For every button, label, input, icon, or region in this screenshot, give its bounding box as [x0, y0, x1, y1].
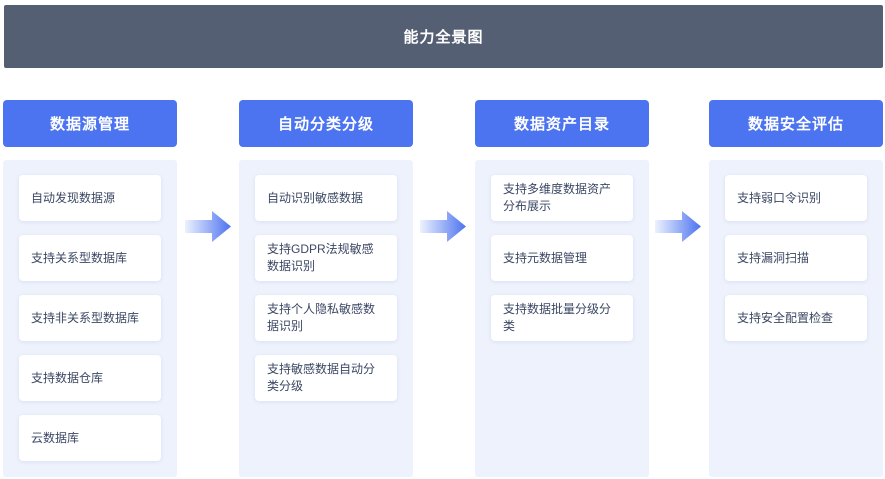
capability-card: 支持个人隐私敏感数据识别: [255, 295, 397, 341]
capability-card-label: 支持敏感数据自动分类分级: [267, 362, 376, 393]
capability-card-label: 自动识别敏感数据: [267, 190, 364, 205]
right-arrow-icon: [185, 210, 232, 243]
capability-card-label: 支持关系型数据库: [31, 250, 128, 265]
capability-card: 云数据库: [19, 415, 161, 461]
capability-card: 支持元数据管理: [491, 235, 633, 281]
capability-card: 支持漏洞扫描: [725, 235, 867, 281]
column-header: 数据源管理: [3, 100, 177, 147]
capability-card: 支持多维度数据资产分布展示: [491, 175, 633, 221]
capability-card-label: 支持多维度数据资产分布展示: [503, 182, 612, 213]
capability-card: 支持数据仓库: [19, 355, 161, 401]
column-auto-classification: 自动分类分级 自动识别敏感数据支持GDPR法规敏感数据识别支持个人隐私敏感数据识…: [239, 100, 413, 477]
capability-card-label: 自动发现数据源: [31, 190, 116, 205]
capability-card: 支持安全配置检查: [725, 295, 867, 341]
column-header: 数据安全评估: [709, 100, 883, 147]
capability-card: 支持弱口令识别: [725, 175, 867, 221]
column-body: 自动识别敏感数据支持GDPR法规敏感数据识别支持个人隐私敏感数据识别支持敏感数据…: [239, 160, 413, 477]
capability-card-label: 支持元数据管理: [503, 250, 588, 265]
capability-card: 支持非关系型数据库: [19, 295, 161, 341]
capability-card: 自动识别敏感数据: [255, 175, 397, 221]
right-arrow-icon: [420, 210, 467, 243]
capability-card: 自动发现数据源: [19, 175, 161, 221]
capability-card: 支持数据批量分级分类: [491, 295, 633, 341]
column-data-source-management: 数据源管理 自动发现数据源支持关系型数据库支持非关系型数据库支持数据仓库云数据库: [3, 100, 177, 477]
column-body: 支持多维度数据资产分布展示支持元数据管理支持数据批量分级分类: [475, 160, 649, 477]
capability-card-label: 支持个人隐私敏感数据识别: [267, 302, 376, 333]
page-title: 能力全景图: [4, 5, 883, 68]
column-data-asset-catalog: 数据资产目录 支持多维度数据资产分布展示支持元数据管理支持数据批量分级分类: [475, 100, 649, 477]
right-arrow-icon: [655, 210, 702, 243]
capability-card-label: 支持GDPR法规敏感数据识别: [267, 242, 374, 273]
capability-card-label: 云数据库: [31, 430, 80, 445]
capability-card-label: 支持数据仓库: [31, 370, 104, 385]
capability-card: 支持GDPR法规敏感数据识别: [255, 235, 397, 281]
column-data-security-assessment: 数据安全评估 支持弱口令识别支持漏洞扫描支持安全配置检查: [709, 100, 883, 477]
capability-card-label: 支持安全配置检查: [737, 310, 834, 325]
capability-card: 支持敏感数据自动分类分级: [255, 355, 397, 401]
column-body: 支持弱口令识别支持漏洞扫描支持安全配置检查: [709, 160, 883, 477]
capability-card: 支持关系型数据库: [19, 235, 161, 281]
capability-card-label: 支持漏洞扫描: [737, 250, 810, 265]
capability-card-label: 支持数据批量分级分类: [503, 302, 612, 333]
flow-diagram: 数据源管理 自动发现数据源支持关系型数据库支持非关系型数据库支持数据仓库云数据库…: [3, 100, 883, 477]
capability-card-label: 支持弱口令识别: [737, 190, 822, 205]
column-header: 自动分类分级: [239, 100, 413, 147]
column-body: 自动发现数据源支持关系型数据库支持非关系型数据库支持数据仓库云数据库: [3, 160, 177, 477]
column-header: 数据资产目录: [475, 100, 649, 147]
capability-card-label: 支持非关系型数据库: [31, 310, 140, 325]
